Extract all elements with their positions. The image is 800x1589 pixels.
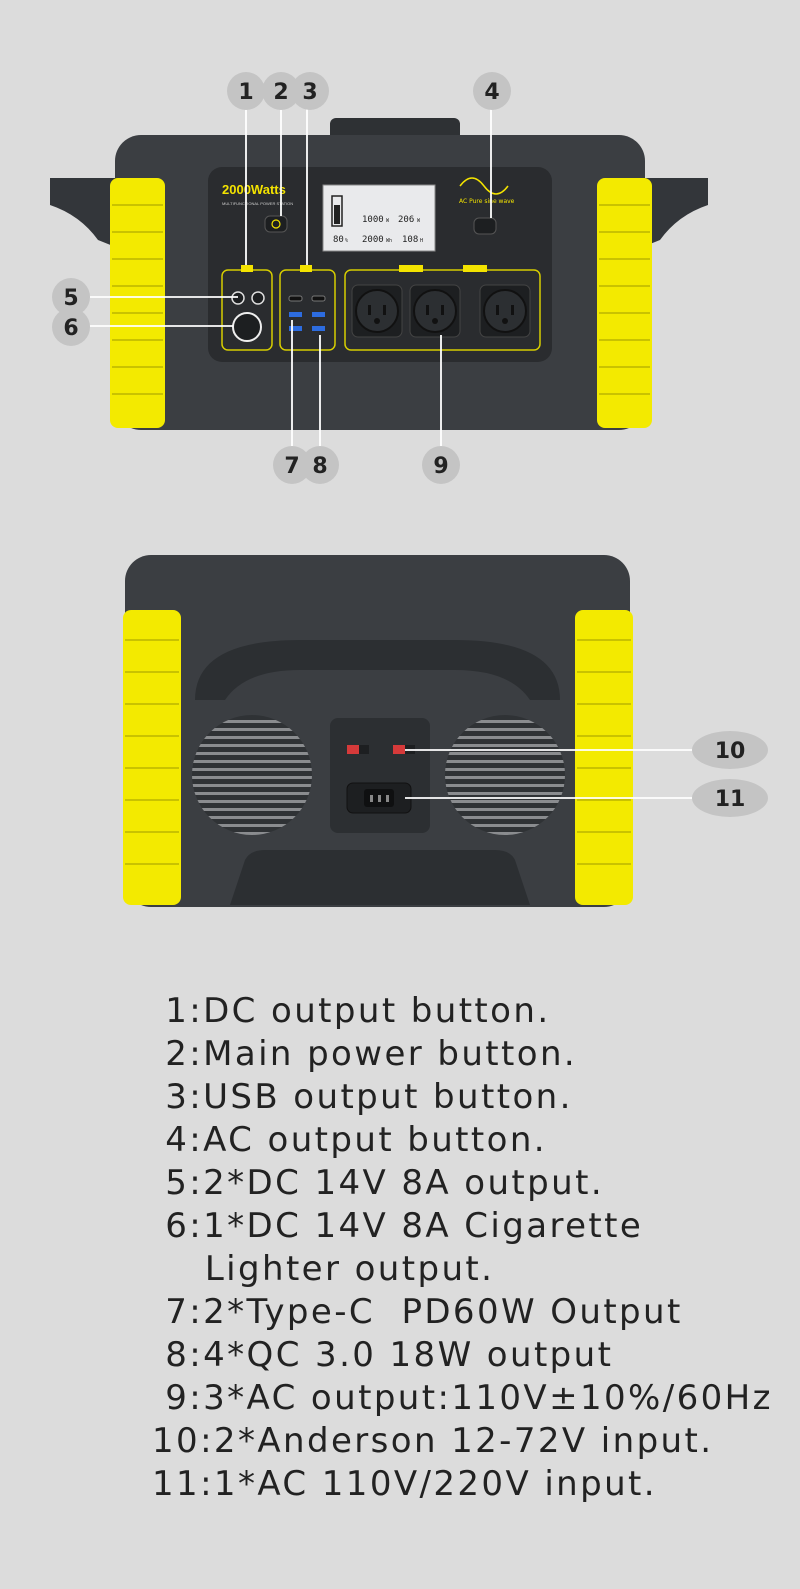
legend-line-2: 2:Main power button. (152, 1034, 578, 1074)
callout-2: 2 (262, 72, 300, 110)
legend-line-11: 11:1*AC 110V/220V input. (152, 1464, 657, 1504)
callout-9-label: 9 (433, 454, 448, 479)
legend-line-8: 8:4*QC 3.0 18W output (152, 1335, 614, 1375)
screen-output-unit: W (417, 218, 421, 224)
legend-line-5: 5:2*DC 14V 8A output. (152, 1163, 605, 1203)
callout-6-label: 6 (63, 316, 78, 341)
ac-socket-1 (351, 284, 403, 338)
qc-port-2 (312, 312, 325, 317)
type-c-port-1 (288, 295, 303, 302)
front-bumper-left (110, 178, 165, 428)
callout-5-label: 5 (63, 286, 78, 311)
fan-grill-left (192, 715, 312, 835)
dc-section (221, 265, 273, 351)
callout-6: 6 (52, 308, 90, 346)
legend-line-10: 10:2*Anderson 12-72V input. (152, 1421, 714, 1461)
legend-line-3: 3:USB output button. (152, 1077, 573, 1117)
front-handle-left (50, 178, 118, 248)
legend-line-7: 7:2*Type-C PD60W Output (152, 1292, 683, 1332)
callout-11-label: 11 (715, 787, 746, 812)
usb-section (279, 265, 336, 351)
sine-wave-icon (459, 177, 509, 195)
qc-port-1 (289, 312, 302, 317)
callout-1: 1 (227, 72, 265, 110)
ac-output-button (473, 217, 497, 235)
screen-battery-unit: % (345, 238, 348, 244)
wattage-label: 2000Watts (222, 182, 286, 197)
type-c-port-2 (311, 295, 326, 302)
qc-port-3 (289, 326, 302, 331)
callout-7-label: 7 (284, 454, 299, 479)
callout-8-label: 8 (312, 454, 327, 479)
rear-bumper-right (575, 610, 633, 905)
ac-input-port (346, 782, 412, 814)
screen-input-value: 1000 (362, 215, 384, 225)
callout-3: 3 (291, 72, 329, 110)
fan-grill-right (445, 715, 565, 835)
legend-line-1: 1:DC output button. (152, 991, 551, 1031)
callout-2-label: 2 (273, 80, 288, 105)
product-diagram: 2000Watts MULTIFUNCTIONAL POWER STATION … (50, 72, 768, 907)
dc-port-2 (251, 291, 265, 305)
rear-handle (195, 640, 560, 700)
screen-capacity-value: 2000 (362, 235, 384, 245)
front-bumper-right (597, 178, 652, 428)
screen-time-value: 108 (402, 235, 418, 245)
rear-bottom-recess (230, 850, 530, 905)
qc-port-4 (312, 326, 325, 331)
rear-input-panel (330, 718, 430, 833)
callout-4-label: 4 (484, 80, 499, 105)
main-power-button (264, 215, 288, 233)
screen-output-value: 206 (398, 215, 414, 225)
legend-line-9: 9:3*AC output:110V±10%/60Hz (152, 1378, 773, 1418)
callout-bubbles: 1 2 3 4 5 6 7 8 (52, 72, 768, 817)
legend-line-6b: Lighter output. (152, 1249, 495, 1289)
screen-battery-value: 80 (333, 235, 344, 245)
ac-socket-3 (479, 284, 531, 338)
callout-10: 10 (692, 731, 768, 769)
ac-wave-label: AC Pure sine wave (459, 198, 515, 205)
ac-section (344, 265, 541, 351)
cigarette-lighter-port (232, 312, 262, 342)
subtitle-label: MULTIFUNCTIONAL POWER STATION (222, 201, 293, 206)
dc-port-1 (231, 291, 245, 305)
callout-5: 5 (52, 278, 90, 316)
front-handle-right (640, 178, 708, 248)
callout-10-label: 10 (715, 739, 746, 764)
ac-socket-2 (409, 284, 461, 338)
legend-line-4: 4:AC output button. (152, 1120, 548, 1160)
screen-capacity-unit: Wh (386, 238, 392, 244)
callout-11: 11 (692, 779, 768, 817)
screen-input-unit: W (386, 218, 390, 224)
callout-lines (90, 104, 692, 799)
callout-3-label: 3 (302, 80, 317, 105)
callout-4: 4 (473, 72, 511, 110)
callout-7: 7 (273, 446, 311, 484)
callout-1-label: 1 (238, 80, 253, 105)
rear-view (123, 555, 633, 907)
rear-bumper-left (123, 610, 181, 905)
callout-9: 9 (422, 446, 460, 484)
front-view: 2000Watts MULTIFUNCTIONAL POWER STATION … (50, 118, 708, 430)
screen-time-unit: H (420, 238, 423, 244)
callout-8: 8 (301, 446, 339, 484)
legend-line-6: 6:1*DC 14V 8A Cigarette (152, 1206, 644, 1246)
lcd-screen: 1000 W 206 W 80 % 2000 Wh 108 H (322, 184, 436, 252)
